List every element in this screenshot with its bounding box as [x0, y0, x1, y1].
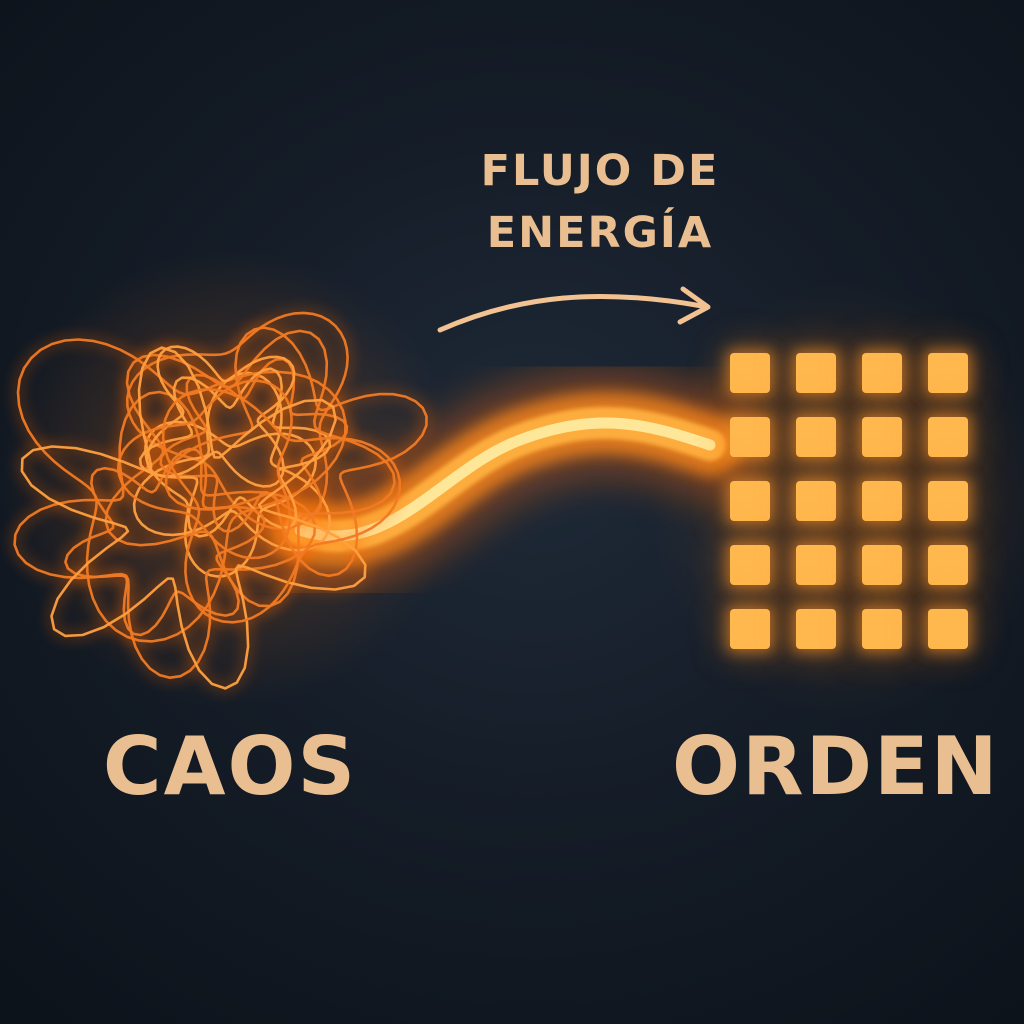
order-label: ORDEN — [672, 720, 1000, 813]
grid-square — [862, 481, 902, 521]
grid-square — [796, 481, 836, 521]
grid-square — [862, 609, 902, 649]
chaos-label: CAOS — [102, 720, 358, 813]
grid-square — [928, 417, 968, 457]
tangle-loop — [145, 345, 296, 488]
tangle-loop — [104, 329, 396, 608]
flow-label-line-1: FLUJO DE — [480, 146, 720, 196]
flow-label-line-2: ENERGÍA — [486, 208, 714, 258]
tangled-loops-icon — [11, 309, 430, 692]
grid-square — [928, 545, 968, 585]
grid-square — [928, 481, 968, 521]
tangle-loop — [20, 346, 367, 690]
grid-square — [796, 353, 836, 393]
grid-square — [862, 545, 902, 585]
tangle-loop — [116, 379, 293, 560]
tangle-loop — [161, 388, 402, 624]
grid-square — [796, 417, 836, 457]
grid-square — [862, 353, 902, 393]
grid-square — [928, 353, 968, 393]
grid-square — [730, 353, 770, 393]
grid-square — [928, 609, 968, 649]
grid-square — [862, 417, 902, 457]
curved-arrow-icon — [437, 286, 711, 333]
grid-square — [796, 609, 836, 649]
order-grid — [730, 353, 970, 651]
grid-square — [730, 417, 770, 457]
tangle-loop — [138, 367, 332, 538]
flow-label: FLUJO DE ENERGÍA — [420, 140, 780, 264]
grid-square — [730, 481, 770, 521]
grid-square — [730, 545, 770, 585]
grid-square — [730, 609, 770, 649]
tangle-loop — [64, 447, 266, 637]
grid-square — [796, 545, 836, 585]
